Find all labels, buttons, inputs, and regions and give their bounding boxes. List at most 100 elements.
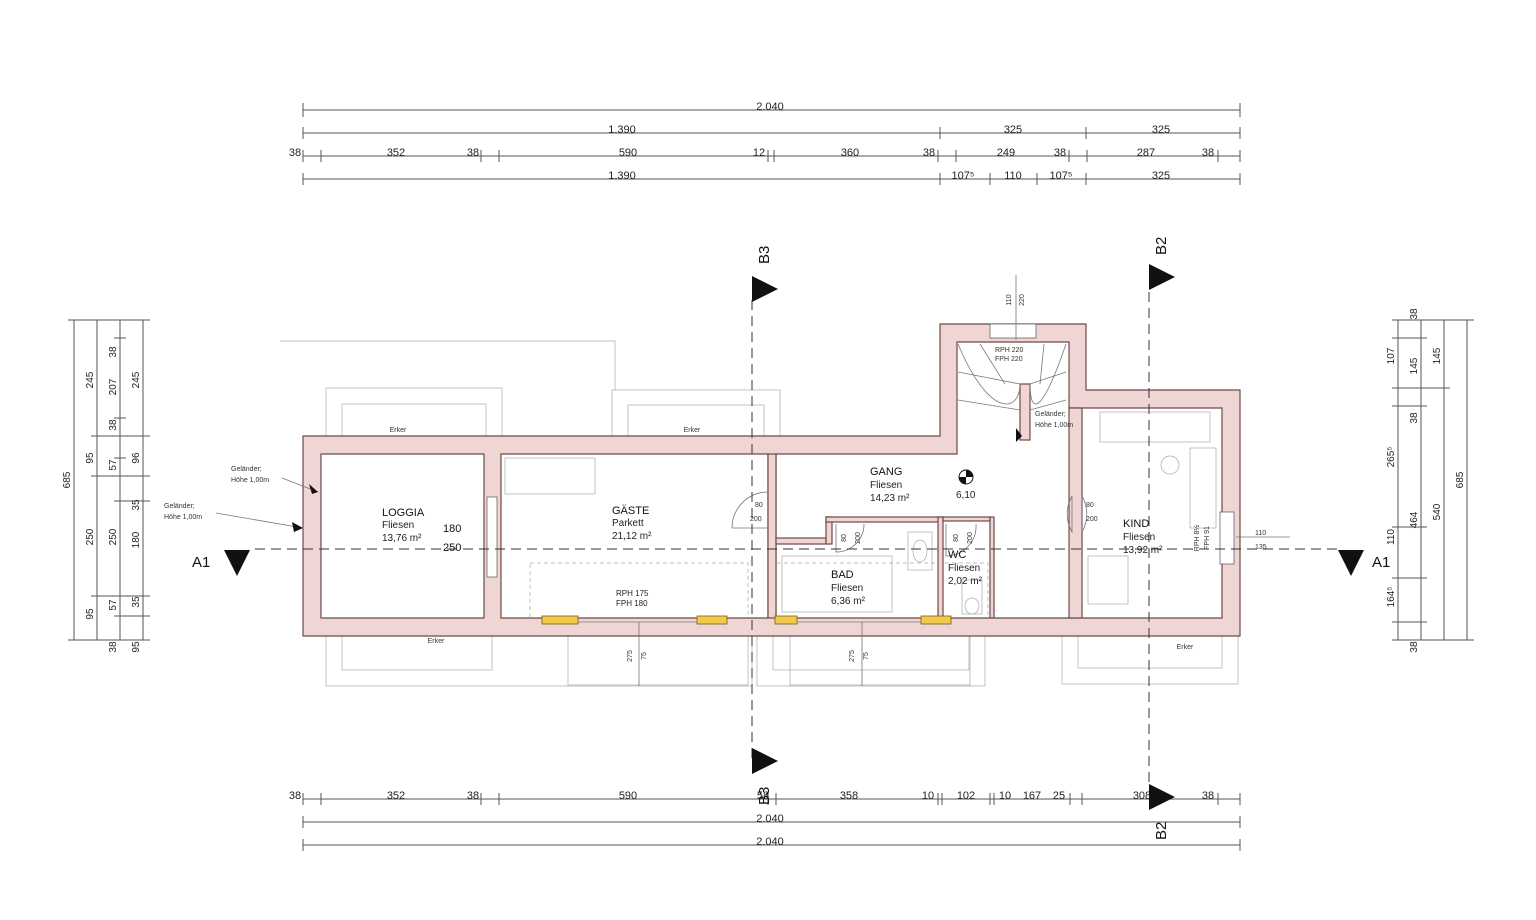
- dim-top-r3-4: 590: [619, 147, 637, 159]
- gaeste-rph: RPH 175: [616, 589, 649, 598]
- top-dimensions: 2.040 1.390 325 325 38 352 38 590 12 360…: [289, 101, 1241, 185]
- room-gaeste: GÄSTE Parkett 21,12 m²: [612, 505, 652, 542]
- room-wc: WC Fliesen 2,02 m²: [948, 549, 983, 587]
- dim-left-c4-5: 35: [131, 596, 142, 608]
- dim-top-r3-2: 352: [387, 147, 405, 159]
- room-loggia: LOGGIA Fliesen 13,76 m² 180 250: [382, 507, 461, 554]
- dim-top-r2-1: 1.390: [608, 124, 636, 136]
- annotations: Geländer; Höhe 1,00m Geländer; Höhe 1,00…: [164, 411, 1290, 686]
- room-floor-wc: Fliesen: [948, 563, 980, 574]
- section-arrow-a1-right: [1338, 550, 1364, 576]
- section-lines: [255, 292, 1340, 782]
- dim-right-c3-1: 145: [1432, 347, 1443, 364]
- win-75-a: 75: [641, 652, 648, 660]
- loggia-dim-180: 180: [443, 523, 461, 535]
- loggia-dim-250: 250: [443, 542, 461, 554]
- wc-note: ·: [996, 608, 998, 614]
- label-erker-1: Erker: [390, 427, 407, 434]
- dim-bot-r1-12: 308: [1133, 790, 1151, 802]
- room-area-kind: 13,92 m²: [1123, 545, 1163, 556]
- dim-left-c4-6: 95: [131, 641, 142, 653]
- room-gang: GANG Fliesen 14,23 m² 6,10: [870, 466, 976, 504]
- doors: 80 200 80 200 80 200 80 200: [731, 491, 1098, 557]
- door-80-b: 80: [1086, 502, 1094, 509]
- gelaender-1-line1: Geländer;: [231, 466, 262, 473]
- section-label-b3-top: B3: [756, 246, 773, 264]
- room-name-kind: KIND: [1123, 518, 1149, 530]
- room-floor-bad: Fliesen: [831, 583, 863, 594]
- left-dimensions: 685 245 95 250 95 38 207 38 57 250 57 38…: [62, 319, 150, 653]
- room-floor-kind: Fliesen: [1123, 532, 1155, 543]
- room-area-wc: 2,02 m²: [948, 576, 983, 587]
- stair-dim-220: 220: [1019, 294, 1026, 306]
- door-80-a: 80: [755, 502, 763, 509]
- dim-top-r3-9: 38: [1054, 147, 1066, 159]
- gelaender-2-line1: Geländer;: [164, 503, 195, 510]
- fixtures: ·: [504, 411, 1217, 615]
- room-name-gaeste: GÄSTE: [612, 505, 649, 517]
- building-walls: [302, 323, 1241, 637]
- dim-bot-r1-7: 10: [922, 790, 934, 802]
- section-arrow-a1-left: [224, 550, 250, 576]
- dim-top-r3-3: 38: [467, 147, 479, 159]
- kind-110: 110: [1255, 530, 1266, 537]
- door-80-d: 80: [953, 534, 960, 542]
- dim-left-c2-4: 95: [85, 608, 96, 620]
- dim-right-c2-5: 38: [1409, 641, 1420, 653]
- gaeste-fph: FPH 180: [616, 599, 648, 608]
- section-label-a1-right: A1: [1372, 554, 1390, 571]
- dim-top-r3-5: 12: [753, 147, 765, 159]
- section-label-b3-bottom: B3: [756, 787, 773, 805]
- dim-right-c2-2: 145: [1409, 357, 1420, 374]
- kind-135: 135: [1255, 544, 1267, 551]
- staircase: RPH 220 FPH 220 110 220: [957, 275, 1067, 442]
- stair-fph: FPH 220: [995, 356, 1023, 363]
- dim-right-c1-2: 265⁵: [1386, 447, 1397, 468]
- door-200-b: 200: [1086, 516, 1098, 523]
- section-arrow-b3-bottom: [752, 748, 778, 774]
- bottom-dimensions: 38 352 38 590 58 358 10 102 10 167 25 30…: [289, 790, 1241, 851]
- door-200-a: 200: [750, 516, 762, 523]
- dim-right-c1-3: 110: [1386, 529, 1397, 545]
- dim-bot-r1-6: 358: [840, 790, 858, 802]
- room-kind: KIND Fliesen 13,92 m²: [1123, 518, 1163, 556]
- dim-left-c2-2: 95: [85, 452, 96, 464]
- dim-bot-r2: 2.040: [756, 813, 784, 825]
- dim-bot-r1-8: 102: [957, 790, 975, 802]
- gelaender-3-line1: Geländer;: [1035, 411, 1066, 418]
- section-label-b2-bottom: B2: [1153, 822, 1170, 840]
- dim-left-c4-1: 245: [131, 371, 142, 388]
- dim-bot-r1-9: 10: [999, 790, 1011, 802]
- room-bad: BAD Fliesen 6,36 m²: [831, 569, 866, 607]
- dim-right-c2-3: 38: [1409, 412, 1420, 424]
- room-floor-gang: Fliesen: [870, 480, 902, 491]
- dim-top-r4-5: 325: [1152, 170, 1170, 182]
- dim-right-c1-1: 107: [1386, 347, 1397, 364]
- dim-left-c3-3: 38: [108, 419, 119, 431]
- dim-left-c4-2: 96: [131, 452, 142, 464]
- dim-top-r3-6: 360: [841, 147, 859, 159]
- dim-left-c4-3: 35: [131, 499, 142, 511]
- win-75-b: 75: [863, 652, 870, 660]
- kind-rph: RPH 8½: [1193, 525, 1201, 552]
- room-name-loggia: LOGGIA: [382, 507, 425, 519]
- door-200-c: 200: [855, 532, 862, 544]
- dim-right-c4-1: 685: [1455, 471, 1466, 488]
- dim-top-r4-4: 107⁵: [1050, 170, 1073, 182]
- gang-height-mark: 6,10: [956, 490, 976, 501]
- room-area-bad: 6,36 m²: [831, 596, 866, 607]
- dim-top-r3-10: 287: [1137, 147, 1155, 159]
- door-200-d: 200: [967, 532, 974, 544]
- room-area-gaeste: 21,12 m²: [612, 531, 652, 542]
- label-erker-2: Erker: [684, 427, 701, 434]
- room-name-bad: BAD: [831, 569, 854, 581]
- dim-left-c4-4: 180: [131, 531, 142, 548]
- section-label-a1-left: A1: [192, 554, 210, 571]
- room-area-gang: 14,23 m²: [870, 493, 910, 504]
- dim-top-r2-3: 325: [1152, 124, 1170, 136]
- right-dimensions: 107 265⁵ 110 164⁵ 38 145 38 464 38 145 5…: [1386, 308, 1474, 653]
- dim-top-r2-2: 325: [1004, 124, 1022, 136]
- dim-top-r4-1: 1.390: [608, 170, 636, 182]
- dim-top-total: 2.040: [756, 101, 784, 113]
